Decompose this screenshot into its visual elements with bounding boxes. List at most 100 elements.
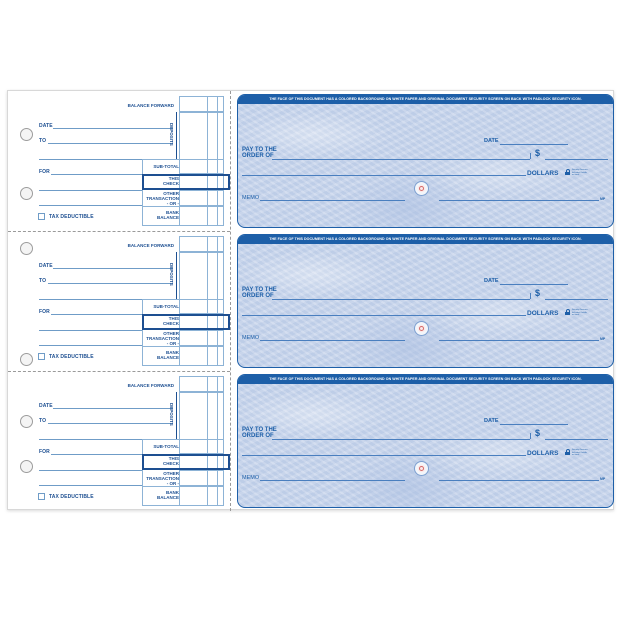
bank-balance-cell[interactable] — [179, 346, 224, 366]
to-label: TO — [39, 278, 47, 284]
written-amount-line[interactable] — [242, 315, 526, 316]
tax-deductible-label: TAX DEDUCTIBLE — [49, 494, 94, 500]
payee-line-end — [530, 293, 531, 299]
this-check-cell[interactable] — [142, 454, 230, 470]
security-banner: THE FACE OF THIS DOCUMENT HAS A COLORED … — [238, 95, 613, 104]
date-line[interactable] — [53, 128, 173, 129]
payee-line[interactable] — [272, 439, 530, 440]
signature-line[interactable] — [439, 480, 599, 481]
tax-deductible-checkbox[interactable] — [38, 213, 45, 220]
padlock-text-2: Included. Details — [572, 171, 587, 174]
binder-hole-icon — [20, 415, 33, 428]
divider — [142, 346, 180, 347]
check-section-3: DATE TO FOR TAX DEDUCTIBLE BALANCE FORWA… — [8, 371, 615, 511]
divider — [142, 486, 180, 487]
pay-to-label-2: ORDER OF — [242, 293, 274, 299]
check-stub: DATE TO FOR TAX DEDUCTIBLE BALANCE FORWA… — [8, 91, 230, 231]
balance-forward-cell[interactable] — [179, 96, 224, 112]
bank-balance-cell[interactable] — [179, 206, 224, 226]
date-label: DATE — [39, 123, 53, 129]
sub-total-cell[interactable] — [179, 439, 224, 454]
date-line[interactable] — [53, 408, 173, 409]
bank-balance-cell[interactable] — [179, 486, 224, 506]
check-section-1: DATE TO FOR TAX DEDUCTIBLE BALANCE FORWA… — [8, 91, 615, 231]
balance-forward-cell[interactable] — [179, 236, 224, 252]
for-line-2[interactable] — [39, 470, 142, 471]
payee-line[interactable] — [272, 299, 530, 300]
signature-line[interactable] — [439, 340, 599, 341]
to-line-2[interactable] — [39, 299, 173, 300]
balance-forward-cell[interactable] — [179, 376, 224, 392]
amount-line[interactable] — [545, 299, 608, 300]
check-stub: DATE TO FOR TAX DEDUCTIBLE BALANCE FORWA… — [8, 371, 230, 511]
other-transaction-cell[interactable] — [179, 330, 224, 346]
for-line-3[interactable] — [39, 205, 142, 206]
padlock-text-3: on back. — [572, 174, 580, 176]
written-amount-line[interactable] — [242, 455, 526, 456]
amount-line[interactable] — [545, 159, 608, 160]
padlock-text-1: Security Features — [572, 449, 588, 451]
binder-hole-icon — [20, 187, 33, 200]
sub-total-cell[interactable] — [179, 299, 224, 314]
other-transaction-cell[interactable] — [179, 190, 224, 206]
to-line[interactable] — [48, 143, 173, 144]
bank-balance-label-1: BANK — [166, 210, 179, 215]
check-date-line[interactable] — [500, 144, 568, 145]
for-line-3[interactable] — [39, 345, 142, 346]
check-date-label: DATE — [484, 138, 499, 144]
amount-line[interactable] — [545, 439, 608, 440]
for-label: FOR — [39, 449, 50, 455]
for-line[interactable] — [51, 454, 173, 455]
this-check-cell[interactable] — [142, 174, 230, 190]
mp-mark: MP — [600, 197, 606, 201]
deposits-cell[interactable] — [179, 252, 224, 300]
for-line-3[interactable] — [39, 485, 142, 486]
to-line[interactable] — [48, 283, 173, 284]
check-date-line[interactable] — [500, 284, 568, 285]
this-check-cell[interactable] — [142, 314, 230, 330]
to-label: TO — [39, 418, 47, 424]
for-line[interactable] — [51, 174, 173, 175]
memo-line[interactable] — [260, 340, 405, 341]
deposits-cell[interactable] — [179, 392, 224, 440]
pay-to-label-1: PAY TO THE — [242, 427, 277, 433]
deposits-cell[interactable] — [179, 112, 224, 160]
to-line-2[interactable] — [39, 159, 173, 160]
other-transaction-label-1: OTHER — [163, 471, 179, 476]
check-date-line[interactable] — [500, 424, 568, 425]
padlock-text-1: Security Features — [572, 169, 588, 171]
tax-deductible-checkbox[interactable] — [38, 353, 45, 360]
for-line[interactable] — [51, 314, 173, 315]
other-transaction-cell[interactable] — [179, 470, 224, 486]
memo-label: MEMO — [242, 335, 260, 341]
sub-total-cell[interactable] — [179, 159, 224, 174]
memo-line[interactable] — [260, 480, 405, 481]
to-line-2[interactable] — [39, 439, 173, 440]
check-section-2: DATE TO FOR TAX DEDUCTIBLE BALANCE FORWA… — [8, 231, 615, 371]
check-date-label: DATE — [484, 418, 499, 424]
sub-total-label: SUB-TOTAL — [153, 304, 179, 309]
tax-deductible-label: TAX DEDUCTIBLE — [49, 214, 94, 220]
signature-line[interactable] — [439, 200, 599, 201]
to-line[interactable] — [48, 423, 173, 424]
horizontal-perforation — [8, 371, 230, 372]
tax-deductible-checkbox[interactable] — [38, 493, 45, 500]
this-check-label-1: THIS — [168, 456, 179, 461]
payee-line-end — [530, 433, 531, 439]
for-line-2[interactable] — [39, 190, 142, 191]
deposits-label: DEPOSITS — [169, 403, 174, 426]
payee-line[interactable] — [272, 159, 530, 160]
for-line-2[interactable] — [39, 330, 142, 331]
horizontal-perforation — [8, 231, 230, 232]
dollars-label: DOLLARS — [527, 310, 559, 317]
written-amount-line[interactable] — [242, 175, 526, 176]
date-line[interactable] — [53, 268, 173, 269]
balance-forward-label: BALANCE FORWARD — [127, 383, 174, 388]
to-label: TO — [39, 138, 47, 144]
balance-forward-label: BALANCE FORWARD — [127, 243, 174, 248]
memo-label: MEMO — [242, 475, 260, 481]
check-face: THE FACE OF THIS DOCUMENT HAS A COLORED … — [237, 94, 614, 228]
memo-line[interactable] — [260, 200, 405, 201]
pay-to-label-1: PAY TO THE — [242, 147, 277, 153]
check-sheet: DATE TO FOR TAX DEDUCTIBLE BALANCE FORWA… — [7, 90, 615, 511]
